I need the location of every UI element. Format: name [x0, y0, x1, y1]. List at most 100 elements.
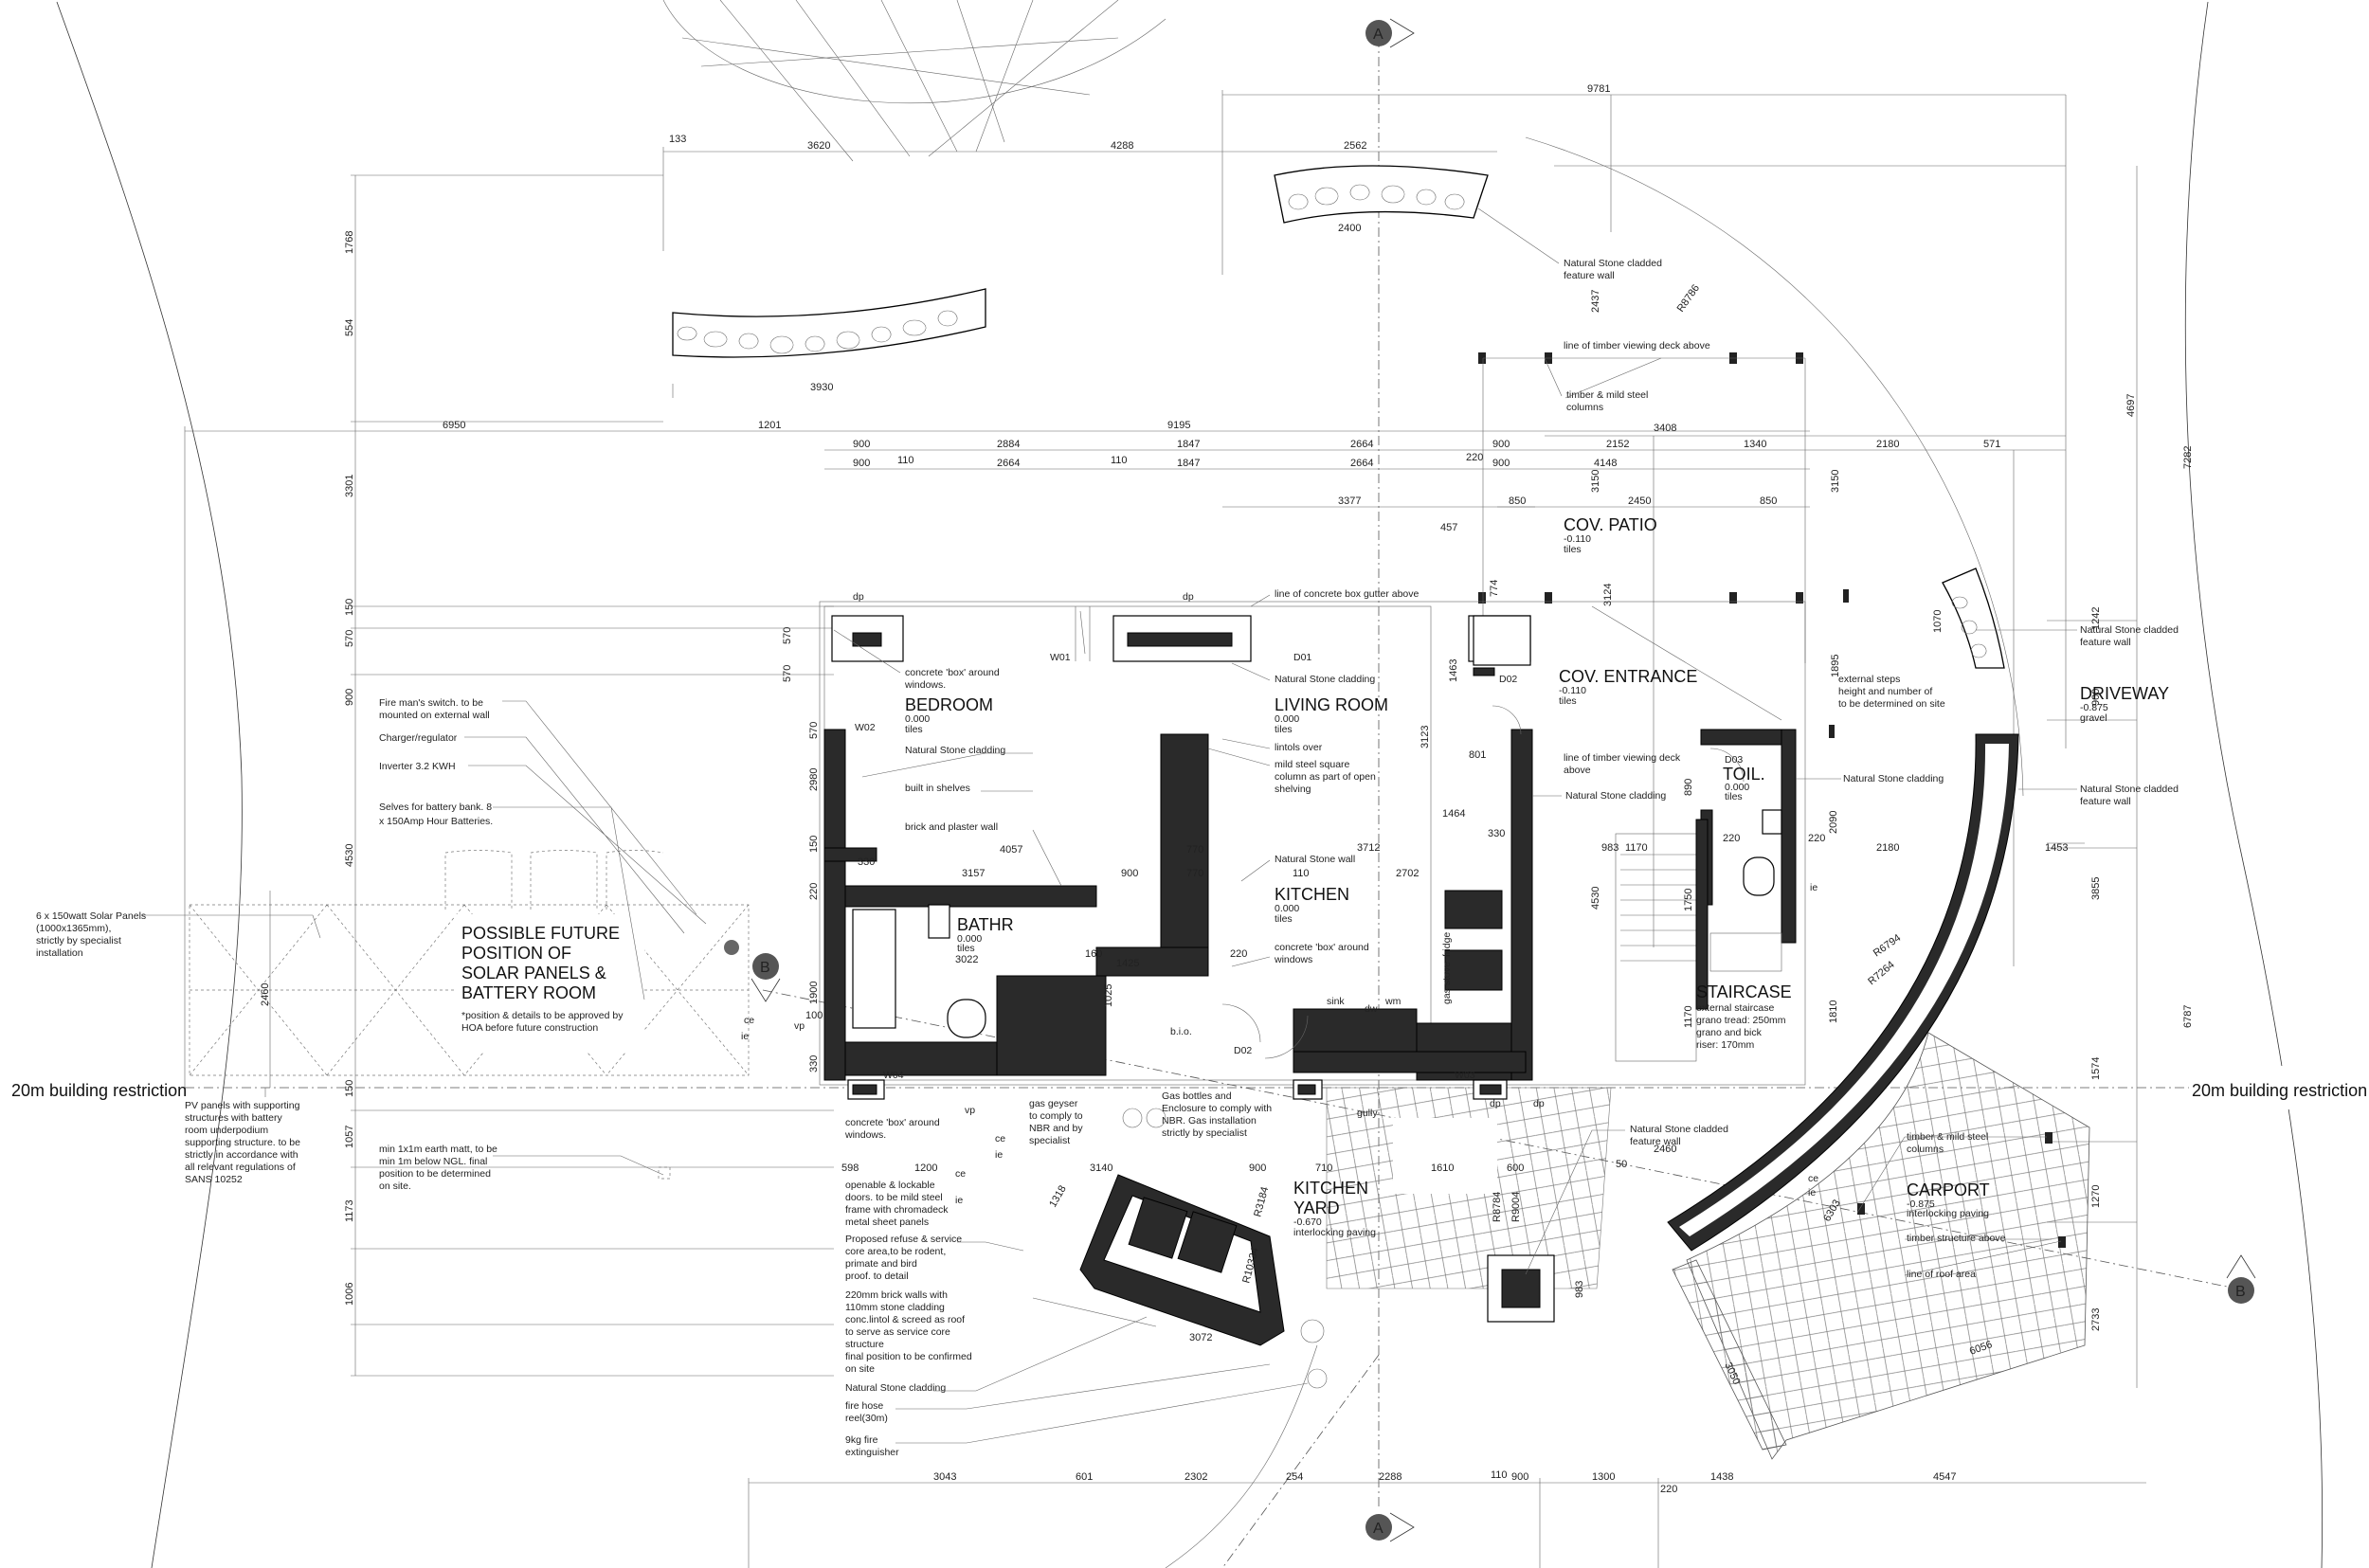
dim-misc-1: 570 [782, 627, 793, 644]
dim-misc-48: 600 [1507, 1162, 1524, 1174]
staircase-note-4: riser: 170mm [1696, 1039, 1755, 1051]
dim-left-1: 1768 [344, 231, 355, 254]
dim-top-7: 3930 [810, 382, 833, 393]
tag-gas-stove: gas stove [1441, 962, 1453, 1004]
dim-top-22: 2664 [997, 458, 1020, 469]
dim-misc-23: 330 [1488, 828, 1505, 839]
interior-annotations: concrete 'box' around windows. Natural S… [833, 588, 1420, 1146]
dim-top-11: 900 [853, 439, 870, 450]
staircase-note-1: external staircase [1696, 1002, 1774, 1014]
note-doors-3: frame with chromadeck [845, 1204, 949, 1216]
dim-top-6: 2400 [1338, 223, 1361, 234]
tag-ie-1: ie [741, 1031, 749, 1042]
dim-top-5: 2562 [1344, 140, 1366, 152]
note-fireman-1: Fire man's switch. to be [379, 697, 483, 709]
note-pv-3: room underpodium [185, 1125, 268, 1136]
dim-misc-25: 801 [1469, 749, 1486, 761]
note-core-5: structure [845, 1339, 884, 1350]
note-core-4: to serve as service core [845, 1326, 950, 1338]
dim-misc-53: R9004 [1510, 1192, 1522, 1222]
tag-bio: b.i.o. [1170, 1026, 1192, 1037]
dim-top-21: 110 [897, 455, 914, 466]
dim-top-1: 9781 [1587, 83, 1610, 95]
dim-misc-38: 220 [1723, 833, 1740, 844]
room-level-kitchen-yard: -0.670 [1293, 1217, 1322, 1228]
note-doors-1: openable & lockable [845, 1180, 935, 1191]
room-name-bathroom: BATHR [957, 915, 1014, 934]
tag-dp-3: dp [1490, 1098, 1501, 1109]
note-feature-wall-right-1: Natural Stone cladded [2080, 624, 2179, 636]
dim-right-1: 4697 [2125, 394, 2137, 417]
dim-misc-55: 983 [1574, 1281, 1585, 1298]
tag-sink: sink [1327, 996, 1345, 1007]
dim-misc-2: 570 [782, 665, 793, 682]
note-refuse-4: proof. to detail [845, 1271, 909, 1282]
room-name-staircase: STAIRCASE [1696, 982, 1792, 1001]
dim-bottom-7: 900 [1511, 1471, 1528, 1483]
note-core-1: 220mm brick walls with [845, 1289, 948, 1301]
note-stone-wall: Natural Stone wall [1275, 854, 1355, 865]
dim-bottom-1: 3043 [933, 1471, 956, 1483]
section-marker-a-bottom: A [1365, 1512, 1415, 1542]
dim-misc-69: 3124 [1602, 584, 1614, 606]
tag-w03: W03 [1455, 1070, 1475, 1081]
stone-feature-walls [672, 165, 2005, 669]
solar-note-1: *position & details to be approved by [461, 1010, 624, 1021]
note-earth-3: position to be determined [379, 1168, 491, 1180]
dim-misc-64: 2437 [1590, 290, 1601, 313]
dim-bottom-8: 1300 [1592, 1471, 1615, 1483]
door-label-toilet: D03 [1725, 754, 1743, 766]
top-dimension-lines: 9781 133 3620 4288 2562 2400 3930 6950 1… [185, 83, 2138, 1388]
note-gutter-above: line of concrete box gutter above [1275, 588, 1420, 600]
room-name-entrance: COV. ENTRANCE [1559, 667, 1697, 686]
note-feature-wall-top-2: feature wall [1564, 270, 1615, 281]
dim-top-19: 571 [1983, 439, 2000, 450]
dim-bottom-6: 110 [1491, 1469, 1508, 1481]
section-label-a-top: A [1373, 27, 1383, 43]
note-gas-geyser-2: to comply to [1029, 1110, 1083, 1122]
dim-top-29: 3377 [1338, 496, 1361, 507]
dim-misc-4: 150 [808, 836, 820, 853]
note-box-windows-1a: concrete 'box' around [905, 667, 1000, 678]
note-fireman-2: mounted on external wall [379, 710, 490, 721]
note-doors-4: metal sheet panels [845, 1217, 929, 1228]
dim-misc-45: 900 [1249, 1162, 1266, 1174]
dim-misc-36: 1810 [1828, 1000, 1839, 1023]
room-finish-patio: tiles [1564, 544, 1582, 555]
dim-misc-18: 1025 [1103, 984, 1114, 1007]
dim-top-9: 1201 [758, 420, 781, 431]
dim-top-31: 2450 [1628, 496, 1651, 507]
dim-misc-21: 3712 [1357, 842, 1380, 854]
dim-misc-54: R8784 [1492, 1192, 1503, 1222]
dim-left-3: 3301 [344, 475, 355, 497]
note-refuse-2: core area,to be rodent, [845, 1246, 946, 1257]
dim-misc-34: 1750 [1683, 889, 1694, 911]
service-annotations: openable & lockable doors. to be mild st… [845, 1180, 1328, 1458]
note-earth-4: on site. [379, 1181, 411, 1192]
dim-misc-16: 160 [1085, 948, 1102, 960]
dim-misc-50: R3184 [1252, 1185, 1271, 1217]
dim-left-9: 150 [344, 1080, 355, 1097]
note-core-7: on site [845, 1363, 875, 1375]
dim-misc-10: 570 [808, 722, 820, 739]
note-fire-hose-1: fire hose [845, 1400, 883, 1412]
note-timber-structure: timber structure above [1907, 1233, 2006, 1244]
note-inverter: Inverter 3.2 KWH [379, 761, 456, 772]
right-annotations: Natural Stone cladded feature wall line … [1477, 207, 2179, 1280]
note-refuse-1: Proposed refuse & service [845, 1234, 962, 1245]
tag-ce-2: ce [955, 1168, 966, 1180]
dim-top-32: 850 [1760, 496, 1777, 507]
dim-top-25: 2664 [1350, 458, 1373, 469]
note-stone-cladding-core: Natural Stone cladding [845, 1382, 946, 1394]
note-brick-plaster: brick and plaster wall [905, 821, 998, 833]
dim-left-10: 1057 [344, 1126, 355, 1148]
note-feature-wall-right-3: Natural Stone cladded [2080, 784, 2179, 795]
dim-misc-5: 220 [808, 883, 820, 900]
dim-left-5: 570 [344, 630, 355, 647]
room-name-bedroom: BEDROOM [905, 695, 993, 714]
dim-misc-27: 1463 [1448, 659, 1459, 682]
staircase-note-3: grano and bick [1696, 1027, 1763, 1038]
left-dimension-lines: 1768 554 3301 150 570 900 4530 2460 150 … [184, 174, 834, 1377]
tag-dp-2: dp [1183, 591, 1194, 603]
note-battery-2: x 150Amp Hour Batteries. [379, 816, 493, 827]
